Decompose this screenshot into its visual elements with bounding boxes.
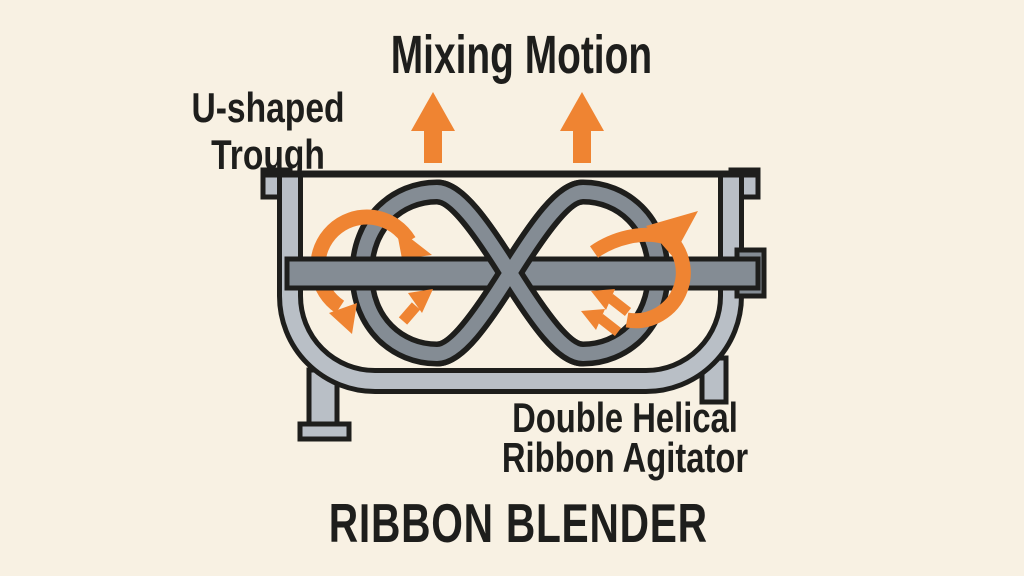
right-flow-arrow2-body [596, 314, 622, 336]
up-arrow-icon [411, 92, 455, 163]
right-flow-arrow1-head [591, 289, 615, 310]
right-flow-arrow1-body [606, 294, 632, 316]
ribbon-center-crossing [435, 179, 585, 367]
mixing-motion-text: Mixing Motion [390, 25, 653, 85]
left-rotation-head-bottom [329, 303, 357, 334]
agitator-label-line1: Double Helical [512, 394, 738, 441]
agitator-label: Double Helical Ribbon Agitator [500, 394, 750, 481]
trough-wall [282, 171, 739, 389]
right-rotation-head-top [646, 211, 698, 257]
mixing-motion-arrows [411, 92, 604, 163]
left-rotation-head-top [396, 227, 432, 259]
title-text: RIBBON BLENDER [328, 492, 708, 554]
right-rotation-arrow-icon [589, 211, 698, 329]
up-arrow-icon [560, 92, 604, 163]
up-arrow-left-head [411, 92, 455, 131]
trough-label-line2: Trough [211, 131, 325, 178]
u-shaped-trough-label: U-shaped Trough [172, 84, 364, 178]
page-title: RIBBON BLENDER [328, 491, 708, 555]
up-arrow-right-head [560, 92, 604, 131]
up-arrow-right-tail [573, 127, 591, 163]
up-arrow-left-tail [424, 127, 442, 163]
left-flow-arrow-body [398, 302, 421, 325]
u-shaped-trough [260, 167, 761, 394]
trough-label-line1: U-shaped [191, 84, 345, 131]
left-flow-arrow-head [408, 289, 433, 313]
agitator-label-line2: Ribbon Agitator [501, 434, 749, 481]
inner-flow-arrows [398, 289, 632, 336]
left-foot [297, 421, 352, 442]
right-flow-arrow2-head [581, 309, 605, 330]
ribbon-cross-b [435, 185, 585, 361]
mixing-motion-label: Mixing Motion [390, 24, 653, 86]
